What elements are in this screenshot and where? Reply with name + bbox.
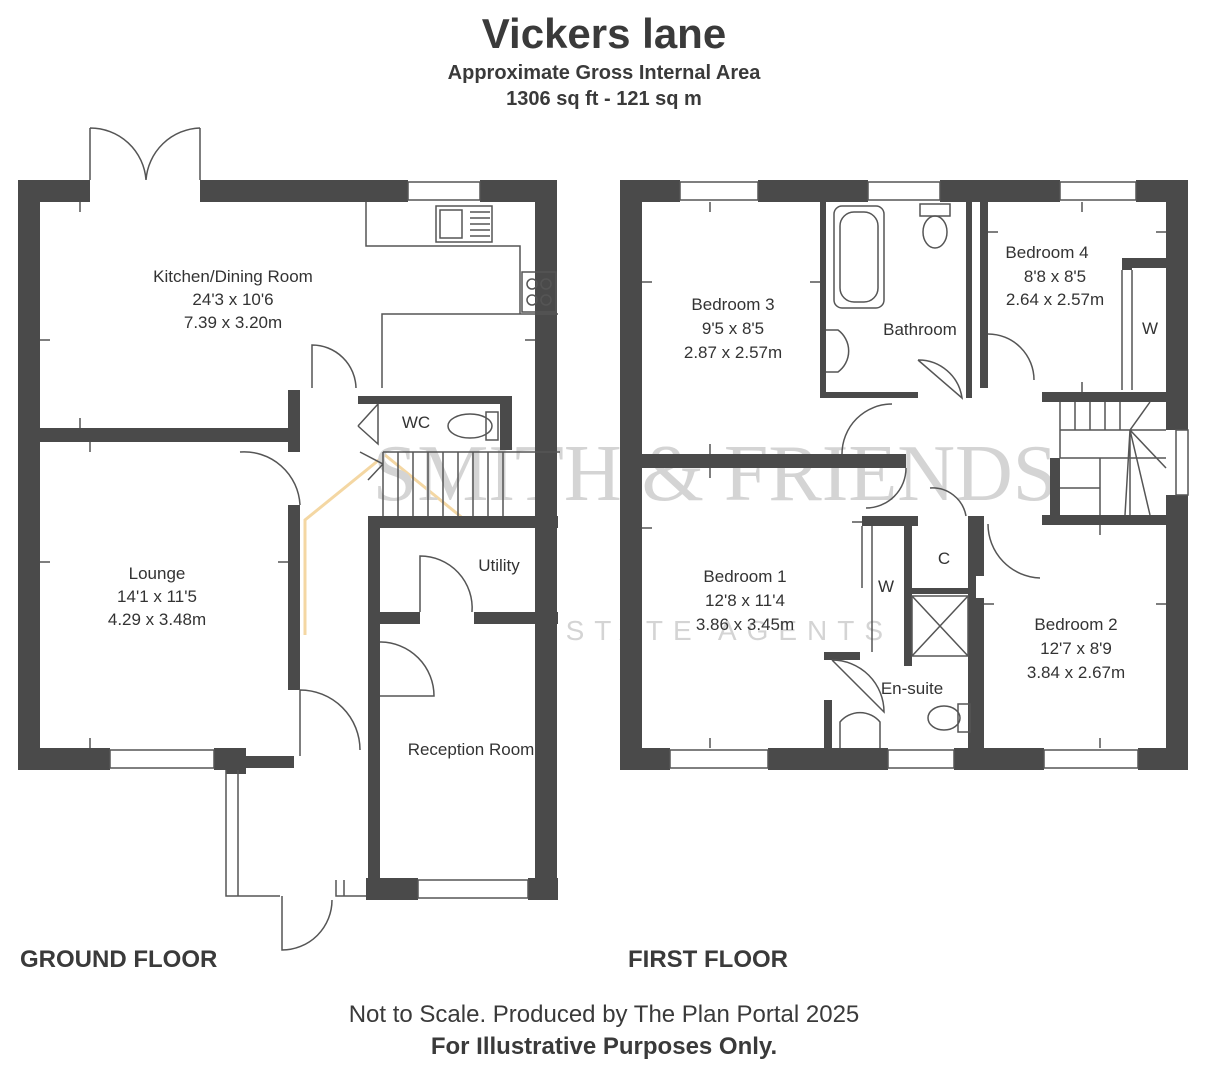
- bedroom1-imperial: 12'8 x 11'4: [705, 591, 785, 610]
- watermark-line2: ESTATE AGENTS: [537, 615, 893, 646]
- bedroom4-wardrobe: W: [1142, 319, 1158, 338]
- first-floor-fixtures: [642, 181, 1189, 769]
- bedroom2-name: Bedroom 2: [1034, 615, 1117, 634]
- first-floor-labels: Bedroom 3 9'5 x 8'5 2.87 x 2.57m Bathroo…: [684, 243, 1158, 698]
- ground-floor-fixtures: [40, 127, 560, 951]
- bedroom4-imperial: 8'8 x 8'5: [1024, 267, 1086, 286]
- footer-disclaimer: Not to Scale. Produced by The Plan Porta…: [348, 1001, 860, 1028]
- bedroom3-name: Bedroom 3: [691, 295, 774, 314]
- watermark-house-icon: [303, 453, 466, 635]
- ground-floor-walls: [18, 180, 558, 900]
- bedroom1-name: Bedroom 1: [703, 567, 786, 586]
- watermark: SMITH & FRIENDS ESTATE AGENTS: [303, 430, 1058, 646]
- bedroom1-metric: 3.86 x 3.45m: [696, 615, 794, 634]
- first-floor-walls: [620, 180, 1188, 770]
- kitchen-name: Kitchen/Dining Room: [153, 267, 313, 286]
- cupboard-name: C: [938, 549, 950, 568]
- wc-name: WC: [402, 413, 430, 432]
- reception-name: Reception Room: [408, 740, 535, 759]
- bedroom3-metric: 2.87 x 2.57m: [684, 343, 782, 362]
- utility-name: Utility: [478, 556, 520, 575]
- lounge-metric: 4.29 x 3.48m: [108, 610, 206, 629]
- watermark-line1: SMITH & FRIENDS: [373, 430, 1058, 518]
- bedroom2-metric: 3.84 x 2.67m: [1027, 663, 1125, 682]
- bathroom-name: Bathroom: [883, 320, 957, 339]
- bedroom4-metric: 2.64 x 2.57m: [1006, 290, 1104, 309]
- area-caption: Approximate Gross Internal Area: [447, 62, 761, 84]
- kitchen-metric: 7.39 x 3.20m: [184, 313, 282, 332]
- ensuite-name: En-suite: [881, 679, 943, 698]
- bedroom2-imperial: 12'7 x 8'9: [1040, 639, 1112, 658]
- lounge-imperial: 14'1 x 11'5: [117, 587, 197, 606]
- ground-floor-label: GROUND FLOOR: [20, 946, 218, 973]
- bedroom3-imperial: 9'5 x 8'5: [702, 319, 764, 338]
- bedroom4-name: Bedroom 4: [1005, 243, 1088, 262]
- area-value: 1306 sq ft - 121 sq m: [506, 88, 702, 110]
- kitchen-imperial: 24'3 x 10'6: [192, 290, 273, 309]
- lounge-name: Lounge: [129, 564, 186, 583]
- bedroom1-wardrobe: W: [878, 577, 894, 596]
- ground-floor-labels: Kitchen/Dining Room 24'3 x 10'6 7.39 x 3…: [108, 267, 534, 759]
- first-floor-label: FIRST FLOOR: [628, 946, 788, 973]
- page-title: Vickers lane: [481, 10, 727, 57]
- footer-note: For Illustrative Purposes Only.: [430, 1033, 778, 1060]
